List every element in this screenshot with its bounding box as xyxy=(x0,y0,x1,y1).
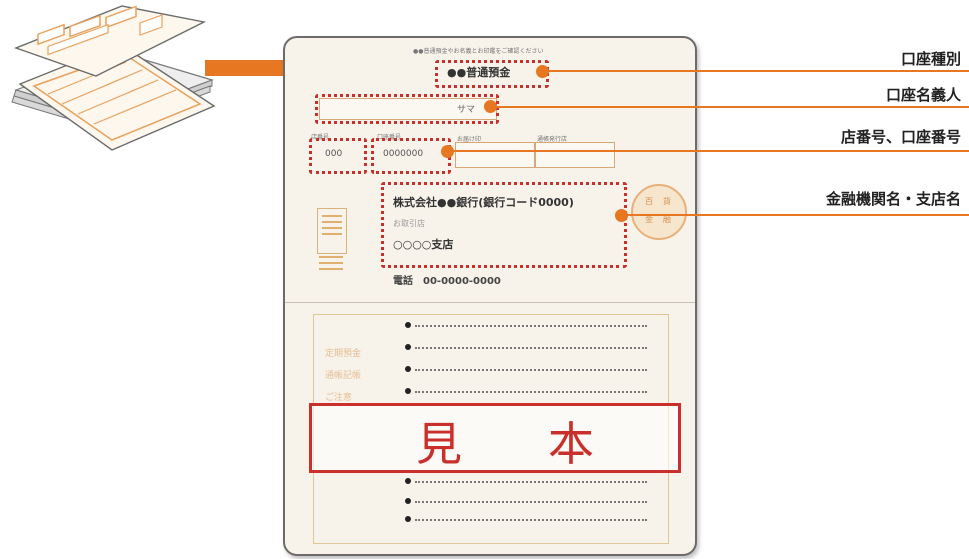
row-dotted-line xyxy=(415,501,647,503)
row-bullet xyxy=(405,498,411,504)
bank-phone: 電話 00-0000-0000 xyxy=(393,276,501,287)
lower-label-1: 定期預金 xyxy=(325,349,362,359)
callout-line-bank-branch xyxy=(625,214,969,216)
row-dotted-line xyxy=(415,481,647,483)
registered-seal-box xyxy=(455,142,535,168)
row-bullet xyxy=(405,344,411,350)
stamp-icon xyxy=(317,208,347,254)
header-fine-print: ●●普通預金やお名義とお印鑑をご確認ください xyxy=(413,48,544,55)
callout-label-branch-account-number: 店番号、口座番号 xyxy=(840,128,961,146)
account-number-label: 口座番号 xyxy=(377,134,402,141)
seal-char-4: 融 xyxy=(663,215,671,224)
callout-label-account-holder: 口座名義人 xyxy=(885,86,961,104)
registered-seal-label: お届け印 xyxy=(457,136,482,143)
row-bullet xyxy=(405,478,411,484)
account-holder-kana: サマ xyxy=(457,105,476,115)
passbook-open-page: ●●普通預金やお名義とお印鑑をご確認ください ●●普通預金 サマ 店番号 口座番… xyxy=(283,36,697,556)
branch-number-value: 000 xyxy=(325,149,343,159)
callout-dot-branch-account-number xyxy=(441,145,454,158)
bank-name: 株式会社●●銀行(銀行コード0000) xyxy=(393,196,574,209)
branch-number-label: 店番号 xyxy=(311,134,330,141)
issuing-branch-box xyxy=(535,142,615,168)
callout-label-bank-branch: 金融機関名・支店名 xyxy=(825,190,961,208)
callout-line-account-holder xyxy=(494,106,969,108)
callout-dot-account-holder xyxy=(484,100,497,113)
passbook-upper-page xyxy=(13,5,207,77)
row-dotted-line xyxy=(415,519,647,521)
passbook-illustration xyxy=(11,5,216,151)
seal-char-2: 貨 xyxy=(663,197,671,206)
branch-caption: お取引店 xyxy=(393,219,425,228)
sample-char-2: 本 xyxy=(548,417,594,471)
sample-stamp: 見 本 xyxy=(309,403,681,473)
row-dotted-line xyxy=(415,369,647,371)
row-bullet xyxy=(405,388,411,394)
issuing-branch-label: 通帳発行店 xyxy=(537,136,568,143)
lower-label-2: 通帳記帳 xyxy=(325,371,362,381)
callout-dot-bank-branch xyxy=(615,209,628,222)
callout-label-account-type: 口座種別 xyxy=(900,50,961,68)
sample-char-1: 見 xyxy=(416,417,462,471)
callout-line-account-type xyxy=(546,70,969,72)
seal-char-3: 金 xyxy=(645,215,653,224)
stamp-caption-lines xyxy=(319,256,343,270)
branch-number-highlight xyxy=(309,138,367,174)
row-bullet xyxy=(405,322,411,328)
lower-label-3: ご注意 xyxy=(325,393,353,403)
callout-dot-account-type xyxy=(536,65,549,78)
seal-stamp: 百 貨 金 融 xyxy=(631,184,687,240)
seal-char-1: 百 xyxy=(645,197,653,206)
account-holder-highlight xyxy=(315,94,499,124)
row-dotted-line xyxy=(415,325,647,327)
account-type-text: ●●普通預金 xyxy=(447,66,511,79)
row-dotted-line xyxy=(415,347,647,349)
row-bullet xyxy=(405,366,411,372)
branch-name: ○○○○支店 xyxy=(393,238,454,251)
callout-line-branch-account-number xyxy=(451,150,969,152)
row-bullet xyxy=(405,516,411,522)
account-number-value: 0000000 xyxy=(383,149,424,159)
page-fold-line xyxy=(285,302,695,303)
row-dotted-line xyxy=(415,391,647,393)
bank-name-branch-highlight xyxy=(381,182,627,268)
